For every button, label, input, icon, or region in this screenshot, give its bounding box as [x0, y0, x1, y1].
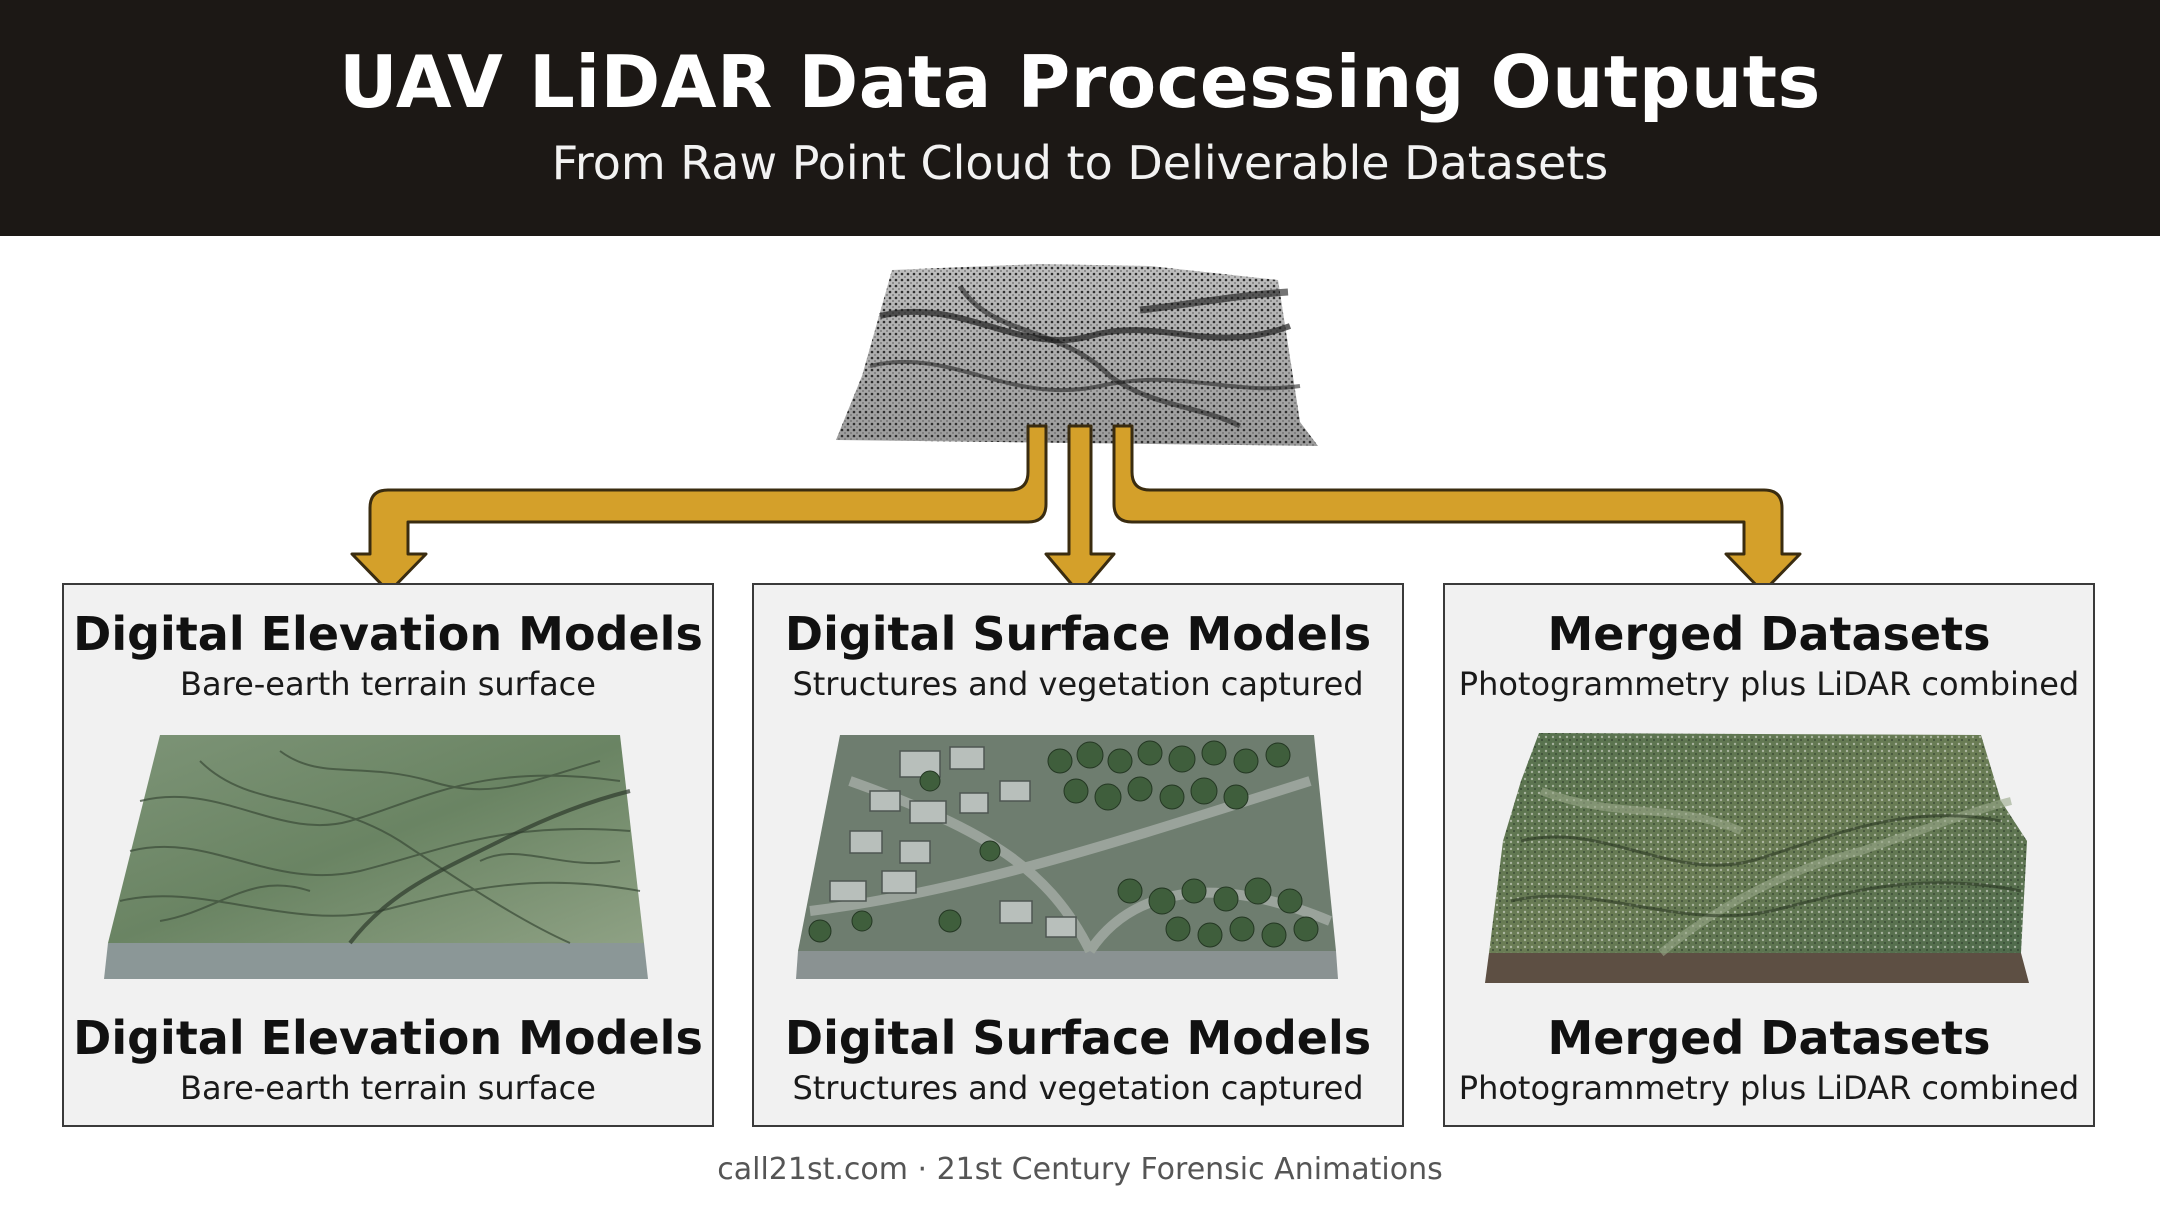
panel-title: Digital Elevation Models: [73, 607, 703, 661]
page-title: UAV LiDAR Data Processing Outputs: [339, 40, 1821, 124]
panel-subtitle-repeat: Bare-earth terrain surface: [180, 1069, 596, 1107]
flow-arrows: [350, 424, 1802, 596]
footer-credit: call21st.com · 21st Century Forensic Ani…: [717, 1152, 1443, 1187]
buildings-group: [829, 746, 1077, 938]
panel-title-repeat: Digital Surface Models: [784, 1011, 1372, 1065]
page-subtitle: From Raw Point Cloud to Deliverable Data…: [551, 136, 1609, 190]
panel-subtitle: Bare-earth terrain surface: [180, 665, 596, 703]
dem-terrain-image: [104, 735, 648, 979]
panel-title: Merged Datasets: [1547, 607, 1991, 661]
arrow-to-dsm: [1044, 424, 1116, 596]
arrow-to-dem: [350, 424, 1048, 594]
panel-subtitle: Photogrammetry plus LiDAR combined: [1458, 665, 2080, 703]
flow-diagram: [350, 264, 1802, 596]
panel-subtitle: Structures and vegetation captured: [792, 665, 1364, 703]
panel-subtitle-repeat: Photogrammetry plus LiDAR combined: [1458, 1069, 2080, 1107]
point-cloud: [836, 264, 1318, 446]
panel-title-repeat: Merged Datasets: [1547, 1011, 1991, 1065]
merged-terrain-image: [1485, 733, 2029, 983]
trees-group: [808, 740, 1319, 948]
panel-dsm: Digital Surface Models Structures and ve…: [752, 583, 1404, 1127]
panel-title: Digital Surface Models: [784, 607, 1372, 661]
panel-title-repeat: Digital Elevation Models: [73, 1011, 703, 1065]
panel-merged: Merged Datasets Photogrammetry plus LiDA…: [1443, 583, 2095, 1127]
arrow-to-merged: [1112, 424, 1802, 594]
dsm-city-image: [796, 735, 1338, 979]
panel-subtitle-repeat: Structures and vegetation captured: [792, 1069, 1364, 1107]
header-banner: UAV LiDAR Data Processing Outputs From R…: [0, 0, 2160, 236]
panel-dem: Digital Elevation Models Bare-earth terr…: [62, 583, 714, 1127]
